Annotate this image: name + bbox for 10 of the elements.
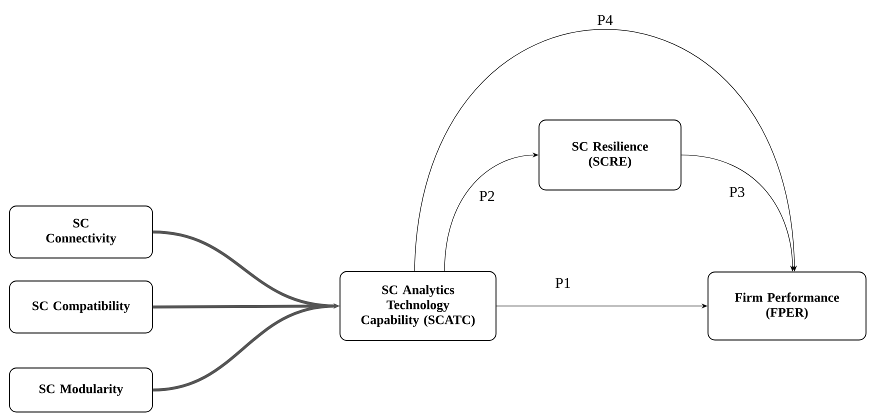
concept-box: SC Modularity [9, 368, 153, 412]
edge-label: P1 [556, 278, 570, 288]
concept-box: Firm Performance (FPER) [708, 272, 866, 340]
concept-box: SC Compatibility [9, 280, 153, 334]
edge-label: P3 [730, 186, 744, 198]
concept-box: SC Connectivity [9, 206, 153, 258]
edge-label: P4 [598, 15, 613, 25]
edge-label: P2 [480, 191, 494, 201]
concept-box: SC Resilience (SCRE) [538, 120, 682, 190]
concept-box: SC Analytics Technology Capability (SCATC) [340, 271, 496, 341]
